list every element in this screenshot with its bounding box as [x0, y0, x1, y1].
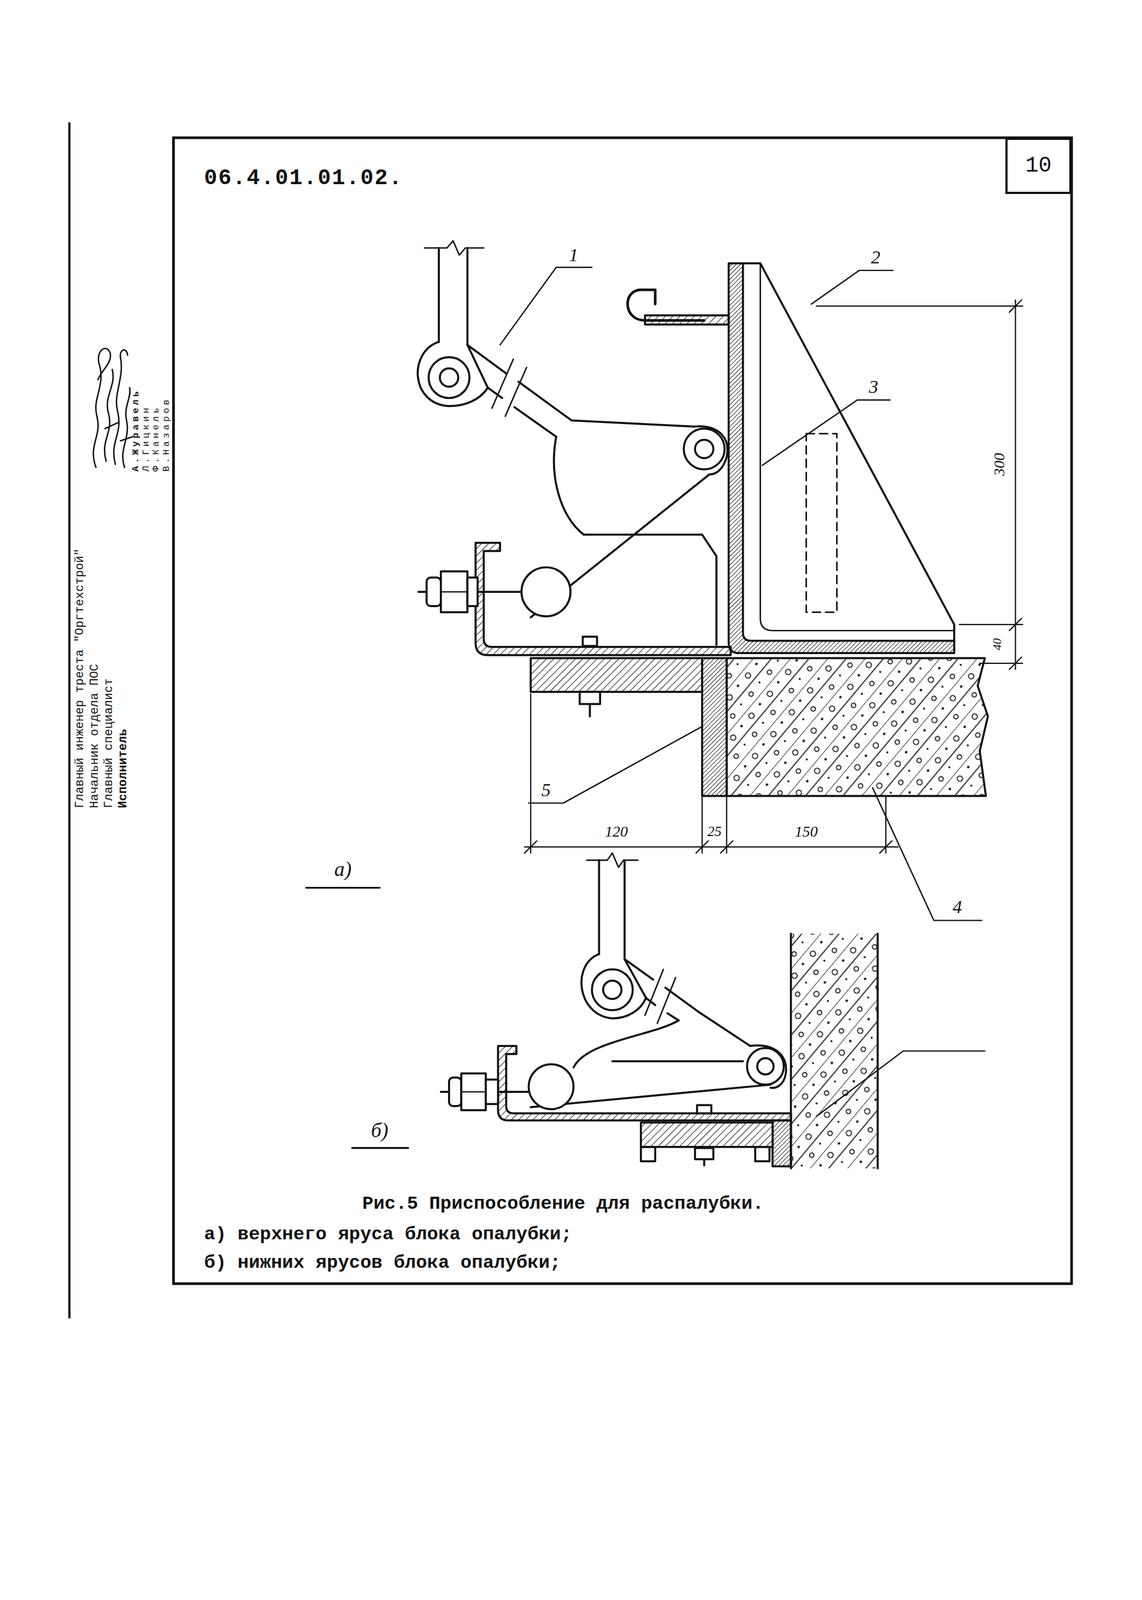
- formwork-plate: [728, 263, 955, 653]
- dimension-value: 40: [990, 638, 1004, 651]
- sheet-number: 10: [1025, 153, 1052, 179]
- timber-plank: [530, 657, 703, 692]
- dimension-lines-part: [524, 693, 899, 853]
- signatures: [93, 348, 133, 468]
- dimension-value: 150: [795, 822, 818, 841]
- pin-hole: [695, 439, 714, 459]
- dimension-lines-part: [524, 840, 892, 853]
- screw-nut: [440, 571, 468, 613]
- plywood-board: [772, 1120, 792, 1167]
- figure-b: [351, 852, 985, 1169]
- lever-bar: [438, 248, 468, 345]
- formwork-rib: [760, 263, 955, 631]
- screw-nut: [461, 1073, 486, 1110]
- ball-stop: [528, 1064, 574, 1110]
- bolt-nut: [579, 691, 600, 704]
- callout-number: 4: [952, 896, 962, 918]
- leader-lines-part: [351, 1146, 409, 1149]
- sheet-number-box: 10: [1005, 137, 1072, 194]
- hidden-part: [806, 433, 838, 613]
- lever-lug: [581, 954, 646, 1019]
- signatures-part: [104, 369, 119, 462]
- dimension-lines-part: [1009, 299, 1022, 670]
- screw-collar: [485, 1079, 498, 1105]
- support-block: [755, 1146, 770, 1162]
- caption-line: а) верхнего яруса блока опалубки;: [204, 1223, 573, 1246]
- figure-a: [305, 240, 1023, 921]
- view-label: б): [371, 1119, 389, 1144]
- ball-stop: [521, 567, 571, 617]
- lever-bar: [598, 860, 625, 959]
- break-mark: [586, 852, 638, 868]
- pin-circle: [591, 969, 633, 1011]
- leader-lines-part: [872, 787, 982, 921]
- stamp-name: Ф.Канель: [150, 404, 162, 472]
- pin-circle: [428, 357, 470, 399]
- stamp-name: Л.Гицкин: [140, 404, 152, 472]
- dimension-lines: [524, 299, 1023, 853]
- callout-number: 1: [568, 244, 579, 266]
- drawing-frame: [69, 122, 1072, 1319]
- leader-lines: [351, 1050, 985, 1148]
- stamp-name: В.Назаров: [161, 396, 172, 472]
- break-mark: [644, 969, 676, 1024]
- stamp-title: Начальник отдела ПОС: [87, 663, 103, 809]
- drawing-code: 06.4.01.01.02.: [204, 166, 404, 192]
- pin-hole: [757, 1057, 774, 1075]
- callout-number: 2: [870, 246, 881, 268]
- lever-arm: [467, 344, 694, 437]
- screw-cap: [426, 577, 441, 606]
- view-label: а): [334, 857, 352, 882]
- nut-edge: [461, 1091, 486, 1093]
- stamp-name: А.Журавель: [130, 388, 141, 472]
- dimension-value: 25: [707, 823, 722, 840]
- dimension-value: 300: [990, 452, 1008, 476]
- bolt-head: [697, 1104, 712, 1114]
- leader-lines-part: [811, 270, 893, 305]
- leader-lines-part: [816, 1050, 985, 1117]
- leader-lines-part: [305, 886, 380, 889]
- break-mark: [491, 358, 527, 417]
- dimension-lines-part: [816, 299, 1023, 670]
- drawing-frame-part: [173, 137, 1073, 1284]
- leader-lines-part: [499, 267, 592, 345]
- stamp-title: Главный инженер треста "Оргтехстрой": [73, 548, 88, 809]
- pin-hole: [603, 980, 622, 1000]
- screw-collar: [467, 577, 478, 606]
- support-block: [640, 1146, 656, 1162]
- timber-plank: [640, 1122, 773, 1147]
- screw-cap: [449, 1077, 462, 1106]
- pin-hole: [439, 368, 459, 387]
- wall-edge: [790, 933, 878, 1169]
- nut-edge: [440, 591, 468, 593]
- concrete-slab: [726, 657, 988, 796]
- drawing-frame-part: [68, 122, 71, 1319]
- bolt-head: [582, 636, 597, 646]
- stamp-title: Исполнитель: [116, 728, 131, 809]
- stamp-title: Главный специалист: [102, 678, 117, 809]
- callout-number: 5: [541, 779, 551, 801]
- break-mark: [424, 240, 484, 256]
- leader-lines-part: [762, 399, 890, 466]
- lifting-hook: [627, 289, 705, 321]
- pin-circle: [746, 1048, 784, 1085]
- formwork-gusset: [743, 263, 955, 641]
- signatures-part: [113, 349, 128, 464]
- leader-lines-part: [528, 726, 703, 804]
- plywood-board: [702, 657, 727, 796]
- caption-line: б) нижних ярусов блока опалубки;: [204, 1252, 562, 1275]
- figure-caption: Рис.5 Приспособление для распалубки.: [362, 1193, 764, 1215]
- dimension-value: 120: [604, 822, 628, 841]
- pin-circle: [683, 428, 725, 470]
- leader-lines: [305, 267, 982, 921]
- callout-number: 3: [868, 375, 879, 398]
- bolt-nut: [695, 1148, 714, 1160]
- steel-angle: [497, 1045, 791, 1121]
- concrete-wall: [790, 933, 878, 1169]
